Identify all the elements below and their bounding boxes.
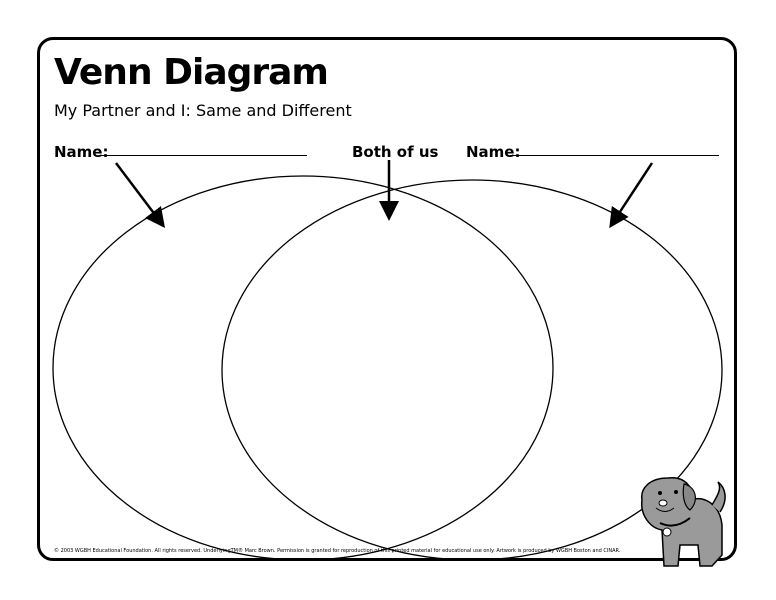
page-subtitle: My Partner and I: Same and Different (54, 101, 352, 120)
right-name-label: Name: (466, 143, 521, 161)
left-name-label: Name: (54, 143, 109, 161)
both-of-us-label: Both of us (352, 143, 439, 161)
left-circle (52, 175, 554, 561)
right-name-field[interactable] (510, 155, 719, 156)
page-title: Venn Diagram (54, 52, 329, 93)
right-circle (221, 179, 723, 561)
right-arrow (609, 162, 654, 229)
left-name-field[interactable] (99, 155, 307, 156)
dog-illustration (641, 477, 726, 567)
left-arrow (115, 162, 166, 228)
copyright-footer: © 2003 WGBH Educational Foundation. All … (54, 548, 621, 554)
page-border (37, 37, 737, 561)
